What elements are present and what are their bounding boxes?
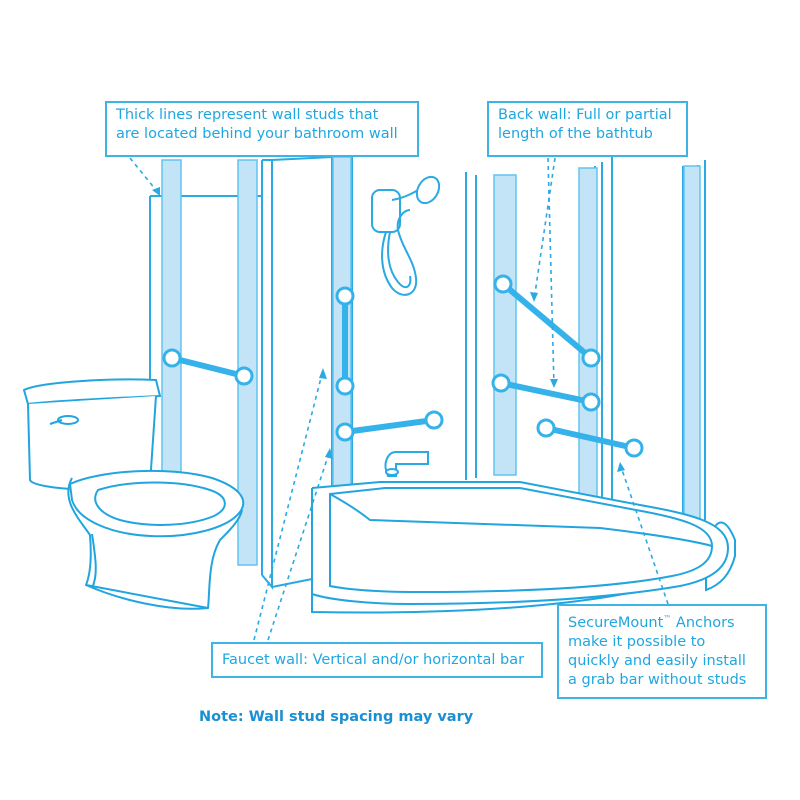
brand-name: SecureMount bbox=[568, 615, 663, 631]
back-wall-leader-line bbox=[548, 158, 554, 386]
callout-text: Thick lines represent wall studs that bbox=[116, 106, 408, 125]
callout-text: quickly and easily install bbox=[568, 652, 756, 671]
grab-bars bbox=[164, 276, 642, 456]
tub-spout-icon bbox=[385, 452, 428, 476]
wall-stud bbox=[162, 160, 181, 480]
wall-stud bbox=[684, 166, 700, 536]
toilet-icon bbox=[24, 379, 243, 608]
bathtub-icon bbox=[312, 482, 735, 612]
callout-text: make it possible to bbox=[568, 633, 756, 652]
callout-text: Back wall: Full or partial bbox=[498, 106, 677, 125]
wall-studs-callout: Thick lines represent wall studs that ar… bbox=[105, 101, 419, 157]
faucet-wall-callout: Faucet wall: Vertical and/or horizontal … bbox=[211, 642, 543, 678]
callout-text: a grab bar without studs bbox=[568, 671, 756, 690]
callout-text: Faucet wall: Vertical and/or horizontal … bbox=[222, 651, 532, 670]
arrowhead bbox=[530, 292, 538, 302]
wall-stud bbox=[579, 168, 597, 498]
callout-text: length of the bathtub bbox=[498, 125, 677, 144]
hand-shower-icon bbox=[372, 173, 444, 295]
callout-text: Anchors bbox=[671, 615, 734, 631]
callout-text: SecureMount™ Anchors bbox=[568, 609, 756, 633]
arrowhead bbox=[152, 187, 160, 196]
left-corner-edge bbox=[262, 160, 272, 587]
arrowhead bbox=[550, 379, 558, 388]
wall-stud bbox=[494, 175, 516, 475]
stud-spacing-note: Note: Wall stud spacing may vary bbox=[199, 709, 473, 725]
arrowhead bbox=[319, 368, 327, 379]
arrowhead bbox=[617, 462, 625, 472]
callout-text: are located behind your bathroom wall bbox=[116, 125, 408, 144]
back-wall-callout: Back wall: Full or partial length of the… bbox=[487, 101, 688, 157]
securemount-anchors-callout: SecureMount™ Anchors make it possible to… bbox=[557, 604, 767, 699]
